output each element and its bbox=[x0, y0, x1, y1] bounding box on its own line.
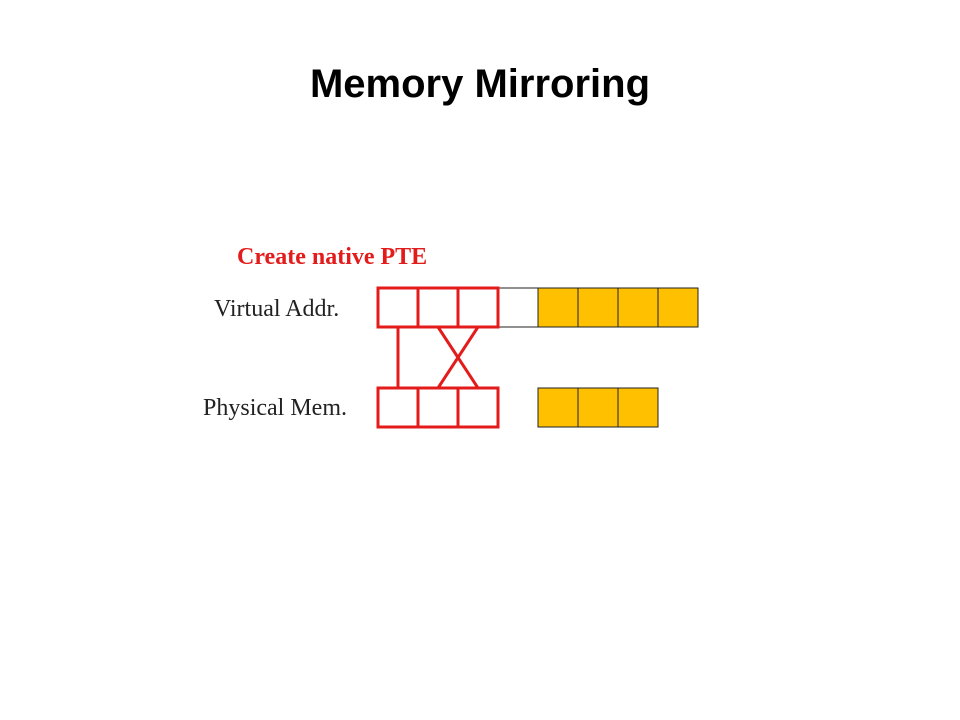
virtual-cell-mapped bbox=[376, 286, 420, 329]
virtual-address-row bbox=[376, 286, 699, 329]
virtual-cell-filled bbox=[577, 287, 619, 328]
virtual-cell-empty bbox=[497, 287, 539, 328]
slide-title: Memory Mirroring bbox=[309, 62, 651, 106]
physical-cell-filled bbox=[617, 387, 659, 428]
virtual-addr-label: Virtual Addr. bbox=[214, 296, 340, 322]
physical-mem-label: Physical Mem. bbox=[203, 395, 347, 421]
physical-cell-mapped bbox=[376, 386, 420, 429]
physical-cell-mapped bbox=[456, 386, 500, 429]
virtual-cell-filled bbox=[617, 287, 659, 328]
virtual-cell-mapped bbox=[456, 286, 500, 329]
virtual-cell-filled bbox=[537, 287, 579, 328]
physical-memory-row bbox=[376, 386, 659, 429]
physical-cell-filled bbox=[577, 387, 619, 428]
mapping-line-2 bbox=[436, 326, 480, 389]
physical-cell-mapped bbox=[416, 386, 460, 429]
step-label: Create native PTE bbox=[237, 244, 428, 270]
virtual-cell-filled bbox=[657, 287, 699, 328]
virtual-cell-mapped bbox=[416, 286, 460, 329]
mapping-lines bbox=[396, 326, 480, 389]
physical-cell-filled bbox=[537, 387, 579, 428]
